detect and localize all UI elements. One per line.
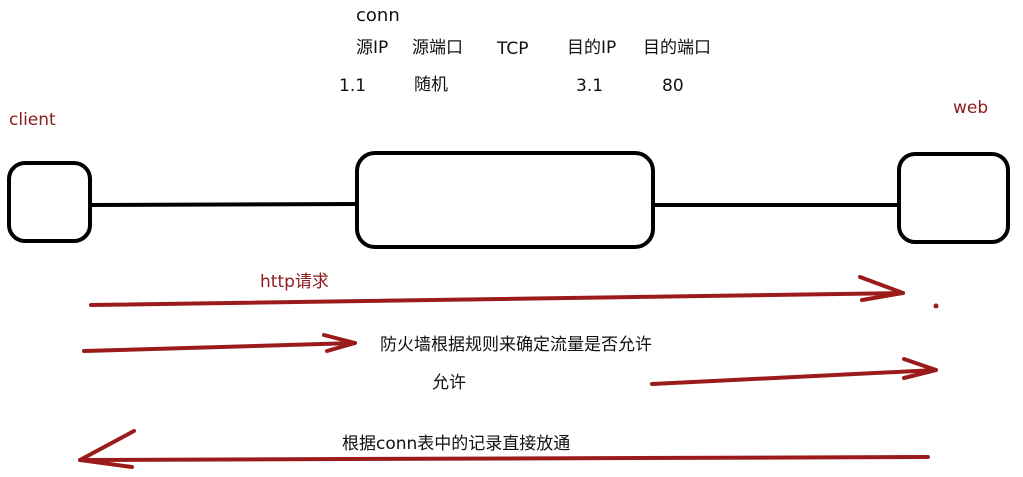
header-src-ip: 源IP <box>356 38 389 58</box>
conn-title: conn <box>356 5 400 26</box>
response-arrow <box>78 429 930 469</box>
header-protocol: TCP <box>497 39 529 59</box>
allow-label: 允许 <box>432 373 466 393</box>
value-dst-ip: 3.1 <box>576 76 604 96</box>
client-box <box>7 161 92 243</box>
firewall-check-label: 防火墙根据规则来确定流量是否允许 <box>380 335 652 355</box>
request-label: http请求 <box>260 272 329 292</box>
request-arrow <box>89 275 905 307</box>
dot-mark <box>933 303 939 309</box>
firewall-box <box>355 151 655 249</box>
value-src-port: 随机 <box>414 75 448 95</box>
header-dst-ip: 目的IP <box>567 38 617 58</box>
web-box <box>897 152 1010 244</box>
web-label: web <box>953 98 989 118</box>
header-dst-port: 目的端口 <box>643 38 711 58</box>
value-dst-port: 80 <box>662 76 684 96</box>
client-firewall-link <box>89 202 358 207</box>
response-label: 根据conn表中的记录直接放通 <box>342 434 571 454</box>
value-src-ip: 1.1 <box>339 76 367 96</box>
client-label: client <box>9 110 56 130</box>
to-firewall-arrow <box>82 333 357 353</box>
allow-arrow <box>650 357 938 386</box>
header-src-port: 源端口 <box>412 38 463 58</box>
